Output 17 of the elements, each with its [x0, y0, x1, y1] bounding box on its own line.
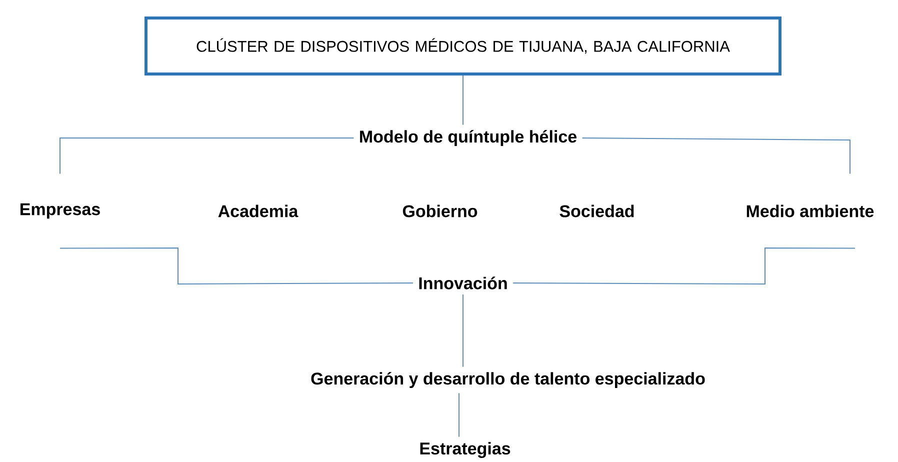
text-label: Gobierno: [402, 204, 478, 218]
text-label: Modelo de quíntuple hélice: [360, 130, 577, 146]
text-label: Academia: [218, 204, 298, 218]
connector-line: [582, 138, 850, 174]
connector-line: [462, 294, 464, 368]
connector-line: [458, 392, 460, 438]
connector-line: [512, 248, 856, 284]
text-label: Medio ambiente: [746, 204, 874, 218]
text-label: Sociedad: [560, 204, 634, 218]
text-label: Empresas: [20, 203, 100, 219]
title-box: CLÚSTER DE DISPOSITIVOS MÉDICOS DE TIJUANA, BAJA CALIFORNIA: [144, 16, 782, 76]
text-label: Generación y desarrollo de talento especializado: [311, 372, 705, 388]
connector-line: [60, 248, 414, 284]
text-label: Innovación: [419, 276, 507, 290]
text-label: Estrategias: [420, 442, 510, 458]
connector-line: [462, 75, 464, 126]
connector-line: [60, 138, 354, 174]
